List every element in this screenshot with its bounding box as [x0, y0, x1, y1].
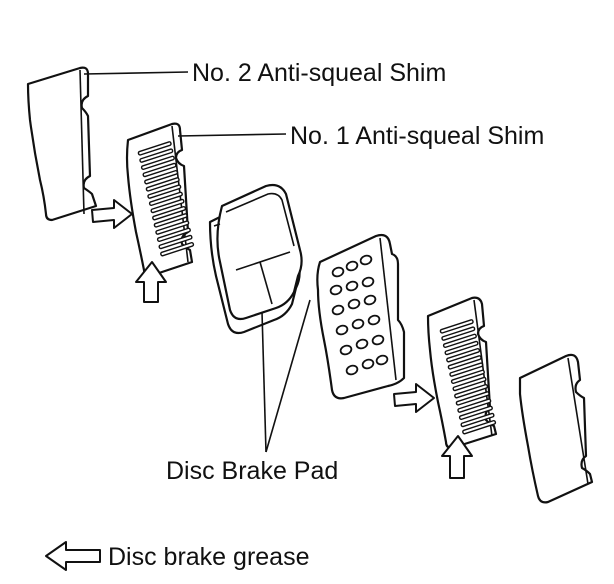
backing-plate-hole [367, 314, 381, 326]
backing-plate-hole [347, 298, 361, 310]
grease-arrow-right-horizontal [393, 383, 435, 413]
no1-anti-squeal-shim-left [125, 122, 195, 278]
label-no2-anti-squeal-shim: No. 2 Anti-squeal Shim [192, 59, 447, 87]
shim-slot [158, 234, 193, 250]
backing-plate-hole [345, 364, 359, 376]
backing-plate-hole [335, 324, 349, 336]
leader-line-shim1 [177, 133, 287, 137]
shim-slot [144, 169, 179, 185]
shim-slot [450, 369, 485, 385]
shim-slot [458, 405, 493, 421]
shim-slot [145, 177, 180, 192]
backing-plate-hole [329, 284, 343, 296]
shim-slot [447, 355, 482, 370]
backing-plate-hole [345, 260, 359, 272]
backing-plate-hole [355, 338, 369, 350]
shim-slot [150, 198, 185, 214]
backing-plate-hole [375, 354, 389, 366]
grease-arrow-left-horizontal [91, 199, 133, 229]
label-no1-anti-squeal-shim: No. 1 Anti-squeal Shim [290, 122, 545, 150]
backing-plate-hole [361, 276, 375, 288]
backing-plate-hole [361, 358, 375, 370]
shim-slot [139, 148, 174, 163]
shim-slot [137, 141, 172, 156]
shim-slot [455, 391, 490, 406]
leader-line-shim2 [83, 71, 189, 75]
shim-slot [153, 213, 188, 228]
shim-slot [147, 184, 182, 199]
pad-backing-plate [316, 233, 406, 400]
grease-arrow-right-vertical [441, 435, 473, 479]
shim-slots-right [439, 319, 497, 435]
shim-slot [156, 227, 191, 243]
no2-anti-squeal-shim-left [26, 66, 98, 222]
backing-plate-hole [331, 266, 345, 278]
shim-slot [454, 383, 489, 399]
shim-slot [449, 362, 484, 377]
no1-anti-squeal-shim-right [426, 296, 498, 450]
shim-slot [444, 340, 479, 356]
shim-slot [439, 319, 474, 334]
grease-arrow-left-vertical [135, 261, 167, 303]
backing-plate-hole [351, 318, 365, 330]
disc-brake-pad-front [213, 183, 303, 321]
shim-slot [142, 162, 177, 178]
backing-plate-hole [345, 280, 359, 292]
backing-plate-hole [359, 254, 373, 266]
leader-line-pad-2 [265, 299, 311, 453]
shim-slot [442, 333, 477, 349]
shim-slot [446, 347, 481, 363]
backing-plate-hole [339, 344, 353, 356]
hollow-arrow-icon [45, 541, 101, 571]
shim-slot [155, 220, 190, 235]
backing-plate-hole [363, 294, 377, 306]
legend-disc-brake-grease: Disc brake grease [108, 543, 310, 571]
shim-slots-left [137, 141, 195, 257]
backing-plate-hole [331, 304, 345, 316]
label-disc-brake-pad: Disc Brake Pad [166, 457, 339, 485]
shim-slot [140, 155, 175, 171]
backing-plate-holes [329, 254, 389, 376]
shim-slot [452, 376, 487, 392]
backing-plate-hole [371, 334, 385, 346]
shim-slot [462, 419, 497, 435]
shim-slot [148, 191, 183, 207]
shim-slot [160, 241, 195, 257]
no2-anti-squeal-shim-right [518, 353, 594, 504]
shim-slot [152, 205, 187, 221]
shim-slot [460, 412, 495, 428]
shim-slot [441, 326, 476, 341]
shim-slot [457, 398, 492, 413]
leader-line-pad-1 [261, 311, 267, 453]
